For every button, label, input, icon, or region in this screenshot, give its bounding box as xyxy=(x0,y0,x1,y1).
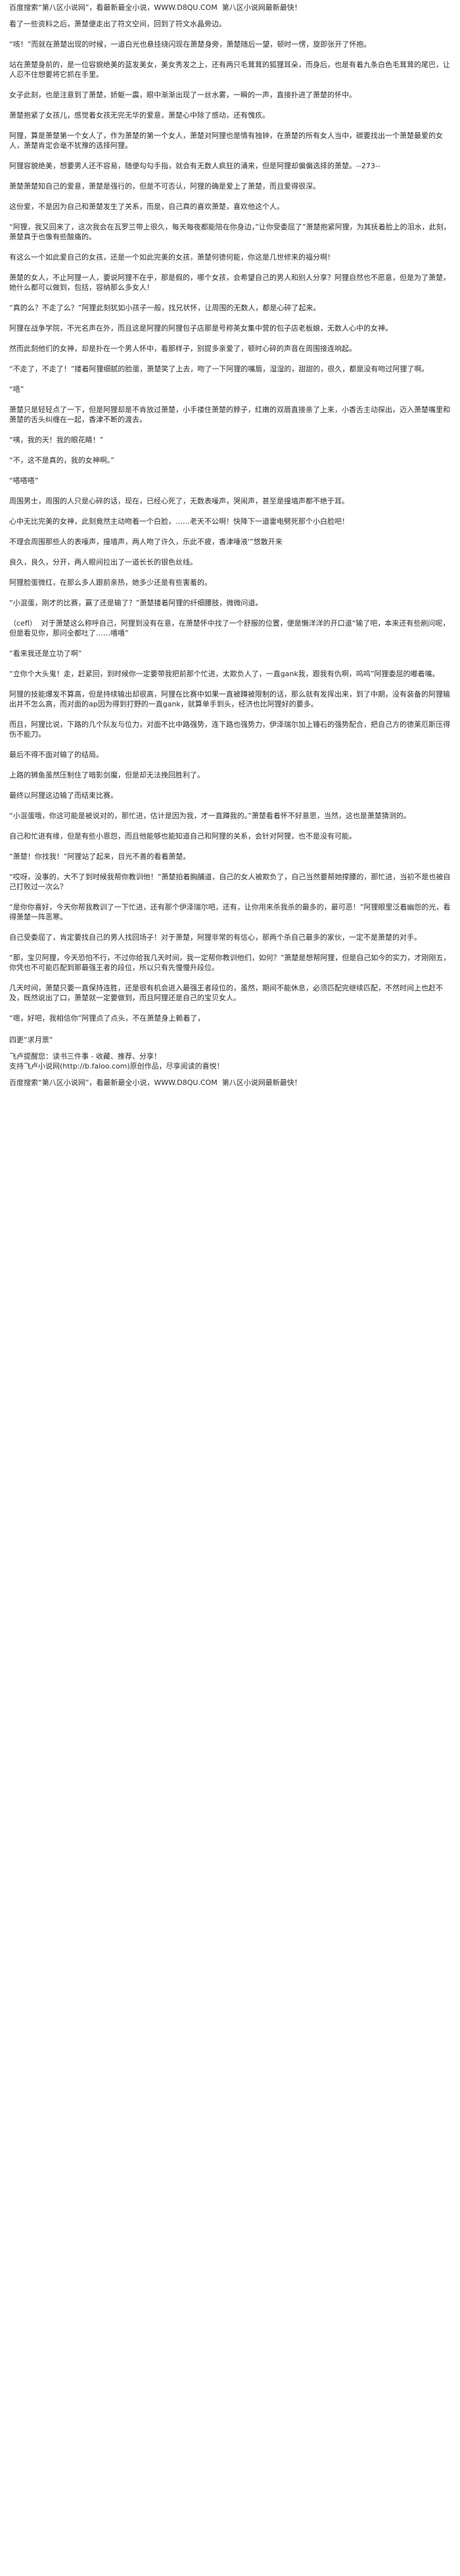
chapter-paragraph: 周围男士，周围的人只是心碎的话，现在，已经心死了，无数表嚎声，哭闹声，甚至是撞墙… xyxy=(9,497,349,505)
site-header-notice: 百度搜索“第八区小说网”，看最新最全小说，WWW.D8QU.COM 第八区小说网… xyxy=(9,3,302,12)
chapter-paragraph: 心中无比完美的女神，此刻竟然主动吻着一个白脸，……老天不公啊！快降下一道雷电劈死… xyxy=(9,517,349,526)
chapter-paragraph: “小混蛋，刚才的比赛，赢了还是输了？”萧楚搂着阿狸的纤细腰肢，微微问道。 xyxy=(9,599,263,607)
chapter-paragraph: 女子此刻，也是注意到了萧楚，娇躯一震，眼中渐渐出现了一丝水雾，一瞬的一声，直接扑… xyxy=(9,91,356,99)
chapter-paragraph: 站在萧楚身前的，是一位容貌绝美的蓝发美女，美女秀发之上，还有两只毛茸茸的狐狸耳朵… xyxy=(9,60,450,79)
chapter-paragraph: “嗯，好吧，我相信你”阿狸点了点头，不在萧楚身上赖着了， xyxy=(9,1014,205,1023)
chapter-paragraph: 最终以阿狸这边输了而结束比赛。 xyxy=(9,791,118,800)
chapter-paragraph: 萧楚抱紧了女孩儿，感觉着女孩无完无华的爱意，萧楚心中除了感动，还有愧疚。 xyxy=(9,111,269,120)
chapter-paragraph: “哎呀，没事的，大不了到时候我帮你教训他！”萧楚拍着胸脯道，自己的女人被欺负了，… xyxy=(9,873,451,891)
chapter-paragraph: 阿狸的技能爆发不算高，但是持续输出却很高，阿狸在比赛中如果一直被蹲被限制的话，那… xyxy=(9,690,450,708)
site-support-line: 支持飞卢小说网(http://b.faloo.com)原创作品，尽享阅读的喜悦！ xyxy=(9,1062,224,1070)
chapter-paragraph: “真的么？不走了么？”阿狸此刻犹如小孩子一般，找兄状怀，让周围的无数人，都是心碎… xyxy=(9,304,321,312)
chapter-paragraph: 而且，阿狸比说，下路的几个队友与位力，对面不比中路强势，连下路也强势力，伊泽瑞尔… xyxy=(9,720,450,739)
chapter-paragraph: “看来我还是立功了啊” xyxy=(9,649,82,658)
chapter-paragraph: “萧楚！你找我！”阿狸站了起来，目光不善的看着萧楚。 xyxy=(9,852,191,861)
chapter-paragraph: “是你你喜好，今天你帮我教训了一下忙进，还有那个伊泽瑞尔吧，还有，让你用来杀我杀… xyxy=(9,903,451,921)
chapter-paragraph: “那，宝贝阿狸，今天恐怕不行，不过你给我几天时间，我一定帮你教训他们，如何？”萧… xyxy=(9,954,451,972)
chapter-paragraph: “立你个大头鬼！走，赶紧回，到时候你一定要带我把前那个忙进，太欺负人了，一直ga… xyxy=(9,670,440,678)
chapter-paragraph: “唔” xyxy=(9,385,24,394)
chapter-paragraph: 阿狸在战争学院，不光名声在外，而且这是阿狸的阿狸包子店那是号称英女集中营的包子店… xyxy=(9,324,392,333)
chapter-paragraph: 上路的狮鱼虽然压制住了暗影剑魔，但是却无法挽回胜利了。 xyxy=(9,771,204,779)
chapter-end-note: 四更“求月票” xyxy=(9,1036,53,1044)
chapter-paragraph: “咳！”而就在萧楚出现的时候，一道白光也悬挂绕闪现在萧楚身旁，萧楚随后一望，顿时… xyxy=(9,40,371,49)
reading-tip: 飞卢提醒您：读书三件事 - 收藏、推荐、分享！ xyxy=(9,1052,161,1061)
chapter-paragraph: 看了一些资料之后，萧楚便走出了符文空间，回到了符文水晶旁边。 xyxy=(9,20,226,28)
chapter-paragraph: “咦，我的天！我的眼花睛！” xyxy=(9,436,104,444)
chapter-paragraph: 阿狸容貌绝美，想要男人还不容易，随便勾勾手指，就会有无数人疯狂的涌来，但是阿狸却… xyxy=(9,162,380,170)
chapter-paragraph: “阿狸，我又回来了，这次我会在瓦罗兰带上很久，每天每夜都能陪在你身边，”让你受委… xyxy=(9,223,451,241)
chapter-paragraph: 良久，良久，分开，两人眼间拉出了一道长长的银色丝线。 xyxy=(9,558,197,566)
chapter-paragraph: 萧楚的女人，不止阿狸一人，要说阿狸不在乎，那是假的，哪个女孩，会希望自己的男人和… xyxy=(9,273,450,292)
chapter-paragraph: 不理会周围那些人的表嚎声，撞墙声，两人吻了许久，乐此不疲，香津唾液'”悠散开来 xyxy=(9,538,283,546)
chapter-paragraph: “嗒嗒嗒” xyxy=(9,476,39,485)
site-footer-notice: 百度搜索“第八区小说网”，看最新最全小说，WWW.D8QU.COM 第八区小说网… xyxy=(9,1078,302,1087)
chapter-paragraph: 萧楚只是轻轻点了一下，但是阿狸却是不肯放过萧楚，小手搂住萧楚的脖子，红嫩的双唇直… xyxy=(9,405,450,424)
chapter-paragraph: “不走了，不走了！”搂着阿狸细腻的脸蛋，萧楚笑了上去，吻了一下阿狸的嘴唇，湿湿的… xyxy=(9,365,429,373)
chapter-paragraph: 自己和忙进有缘，但是有些小恩怨，而且他能够也能知道自己和阿狸的关系，会针对阿狸，… xyxy=(9,832,356,840)
chapter-paragraph: 阿狸，算是萧楚第一个女人了，作为萧楚的第一个女人，萧楚对阿狸也是情有独钟，在萧楚… xyxy=(9,131,443,150)
chapter-paragraph: 然而此刻他们的女神，却是扑在一个男人怀中，看那样子，别提多亲爱了，顿时心碎的声音… xyxy=(9,344,356,353)
chapter-paragraph: 最后不得不面对输了的结局。 xyxy=(9,750,103,759)
chapter-paragraph: （cefl） 对于萧楚这么称呼自己，阿狸到没有在意，在萧楚怀中找了一个舒服的位置… xyxy=(9,619,450,637)
chapter-paragraph: 这份爱，不是因为自己和萧楚发生了关系，而是，自己真的喜欢萧楚，喜欢他这个人。 xyxy=(9,202,284,211)
chapter-paragraph: 有这么一个如此爱自己的女孩，还是一个如此完美的女孩，萧楚何德何能，你这是几世修来… xyxy=(9,253,334,262)
chapter-paragraph: “不，这不是真的，我的女神啊。” xyxy=(9,456,114,465)
chapter-paragraph: 自己受委屈了，肯定要找自己的男人找回场子！对于萧楚，阿狸非常的有信心，那两个杀自… xyxy=(9,933,421,942)
chapter-body: 看了一些资料之后，萧楚便走出了符文空间，回到了符文水晶旁边。 “咳！”而就在萧楚出… xyxy=(9,19,451,1023)
chapter-paragraph: 几天时间，萧楚只要一直保持连胜，还是很有机会进入最强王者段位的，虽然，期间不能休… xyxy=(9,984,443,1002)
chapter-paragraph: 萧楚萧楚知自己的爱意，萧楚是强行的，但是不可否认，阿狸的确是爱上了萧楚，而且爱得… xyxy=(9,182,320,191)
chapter-paragraph: “小混蛋哦，你这可能是被说对的，那忙进，估计是因为我，才一直蹲我的。”萧楚看着怀… xyxy=(9,812,411,820)
chapter-paragraph: 阿狸脸蛋微红，在那么多人跟前亲热，她多少还是有些害羞的。 xyxy=(9,578,212,587)
